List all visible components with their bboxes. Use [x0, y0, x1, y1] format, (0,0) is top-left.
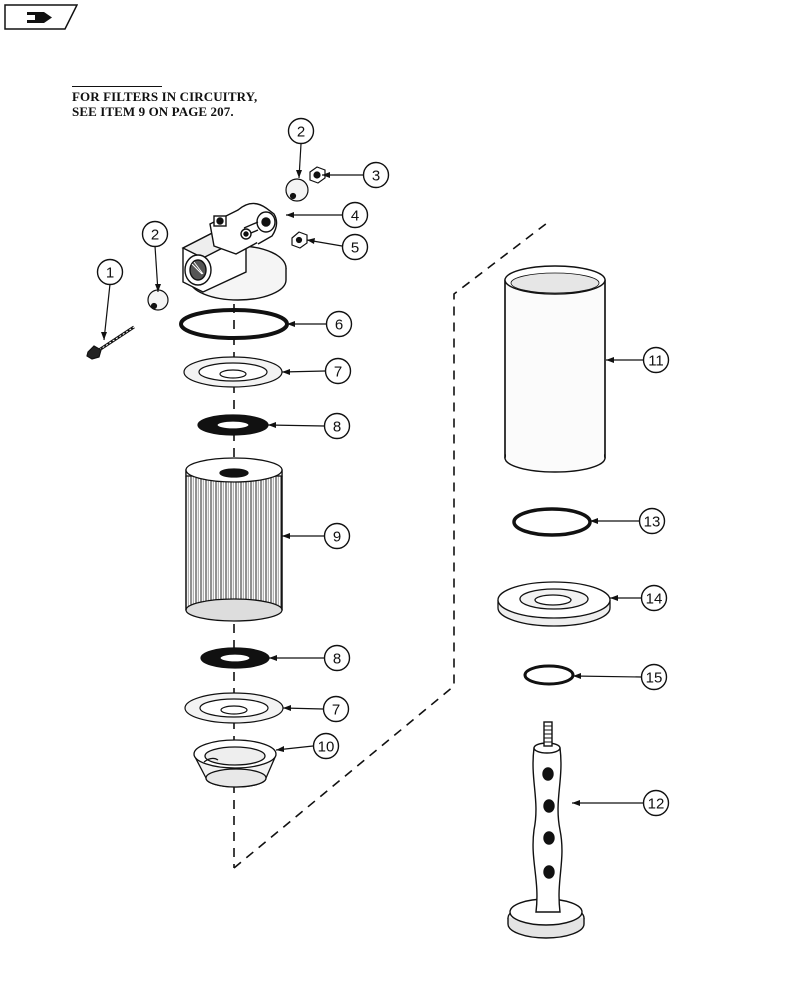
filter-head-housing: [181, 202, 287, 301]
callout-circle: [322, 695, 350, 723]
callout-label: 4: [351, 208, 359, 225]
callout-label: 7: [334, 364, 342, 381]
callout-circle: [642, 346, 670, 374]
callout-leaders: [103, 143, 643, 804]
fitting-part-3: [309, 166, 326, 184]
callout-label: 5: [351, 240, 359, 257]
filter-note: FOR FILTERS IN CIRCUITRY, SEE ITEM 9 ON …: [72, 86, 257, 119]
callout-arrowheads: [101, 170, 618, 806]
callout-circle: [96, 258, 124, 286]
plug-part-left: [147, 289, 169, 311]
o-ring-13: [512, 507, 592, 537]
callout-label: 6: [335, 317, 343, 334]
filter-element-9: [185, 457, 283, 622]
callout-circle: [323, 412, 351, 440]
callout-circle: [323, 644, 351, 672]
callout-circle: [638, 507, 666, 535]
callout-circle: [640, 584, 668, 612]
callout-label: 7: [332, 702, 340, 719]
callout-circle: [323, 522, 351, 550]
note-line-1: FOR FILTERS IN CIRCUITRY,: [72, 89, 258, 104]
fitting-part-5: [291, 231, 308, 249]
callout-label: 2: [151, 227, 159, 244]
bolt-part: [86, 325, 135, 360]
note-rule: [72, 86, 162, 87]
callout-circle: [642, 789, 670, 817]
callout-label: 12: [648, 796, 665, 813]
callout-label: 14: [646, 591, 663, 608]
nav-tab-button[interactable]: [4, 4, 79, 30]
callout-label: 9: [333, 529, 341, 546]
callout-label: 8: [333, 419, 341, 436]
callout-label: 11: [648, 353, 664, 370]
callout-circle: [341, 201, 369, 229]
arrow-right-icon: [24, 12, 52, 23]
gasket-upper: [197, 414, 269, 436]
callout-circle: [640, 663, 668, 691]
callout-label: 8: [333, 651, 341, 668]
callout-circle: [287, 117, 315, 145]
note-line-2: SEE ITEM 9 ON PAGE 207.: [72, 104, 234, 119]
callout-circle: [141, 220, 169, 248]
callout-circle: [312, 732, 340, 760]
callout-circle: [325, 310, 353, 338]
callout-circle: [341, 233, 369, 261]
plug-part-top: [285, 178, 309, 202]
washer-plate-upper: [183, 356, 283, 388]
callout-label: 15: [646, 670, 663, 687]
filter-bowl-11: [504, 265, 606, 473]
cup-part-10: [193, 739, 277, 788]
callout-label: 13: [644, 514, 661, 531]
gasket-lower: [200, 647, 270, 669]
flange-washer-14: [497, 581, 611, 627]
ring-15: [523, 664, 575, 686]
callout-label: 10: [318, 739, 335, 756]
callout-label: 3: [372, 168, 380, 185]
center-tube-12: [507, 721, 585, 939]
callout-label: 2: [297, 124, 305, 141]
callout-circle: [362, 161, 390, 189]
washer-plate-lower: [184, 692, 284, 724]
callout-label: 1: [106, 265, 114, 282]
callout-circle: [324, 357, 352, 385]
